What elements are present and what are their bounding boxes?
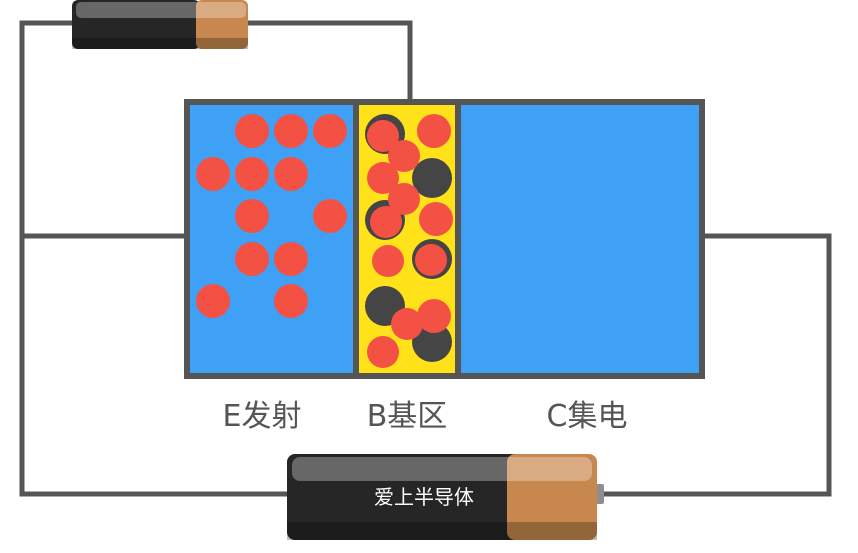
electron [415,244,447,276]
wire-collector-lead [602,233,832,497]
electron [274,284,308,318]
electron [388,183,420,215]
electron [274,114,308,148]
electron [196,157,230,191]
electron [313,114,347,148]
electron [196,284,230,318]
collector-label: C集电 [547,399,628,434]
collector-region [458,102,702,376]
hole [412,322,452,362]
electron [235,114,269,148]
battery-bottom-label: 爱上半导体 [374,485,474,509]
emitter-label: E发射 [223,399,302,434]
battery-bottom-cap [507,454,597,540]
electron [235,199,269,233]
electron [367,120,399,152]
hole [412,158,452,198]
battery-bottom: 爱上半导体 [287,454,604,540]
region-labels: E发射 B基区 C集电 [223,399,628,434]
electron [313,199,347,233]
battery-bottom-highlight [292,457,592,481]
electron [417,299,451,333]
electron [367,162,399,194]
battery-top [72,0,248,49]
electron [391,308,423,340]
base-electrons [367,114,453,368]
battery-top-highlight [76,2,246,18]
transistor-frame [184,99,705,379]
wire-top-left [19,20,287,497]
battery-bottom-terminal [596,484,604,504]
wire-top-right [248,20,413,102]
electron [235,242,269,276]
electron [274,157,308,191]
electron [388,140,420,172]
electron [417,114,451,148]
electron [367,336,399,368]
electron [274,242,308,276]
transistor-body [184,99,705,379]
battery-top-shade [72,38,248,49]
electron [372,245,404,277]
emitter-electrons [196,114,347,318]
circuit-wires [19,20,832,497]
battery-top-body [72,0,200,49]
battery-bottom-body [287,454,527,540]
electron [235,157,269,191]
base-label: B基区 [367,399,448,434]
electron [419,202,453,236]
electron [370,206,402,238]
battery-top-cap [196,0,248,49]
battery-bottom-shade [287,522,597,540]
